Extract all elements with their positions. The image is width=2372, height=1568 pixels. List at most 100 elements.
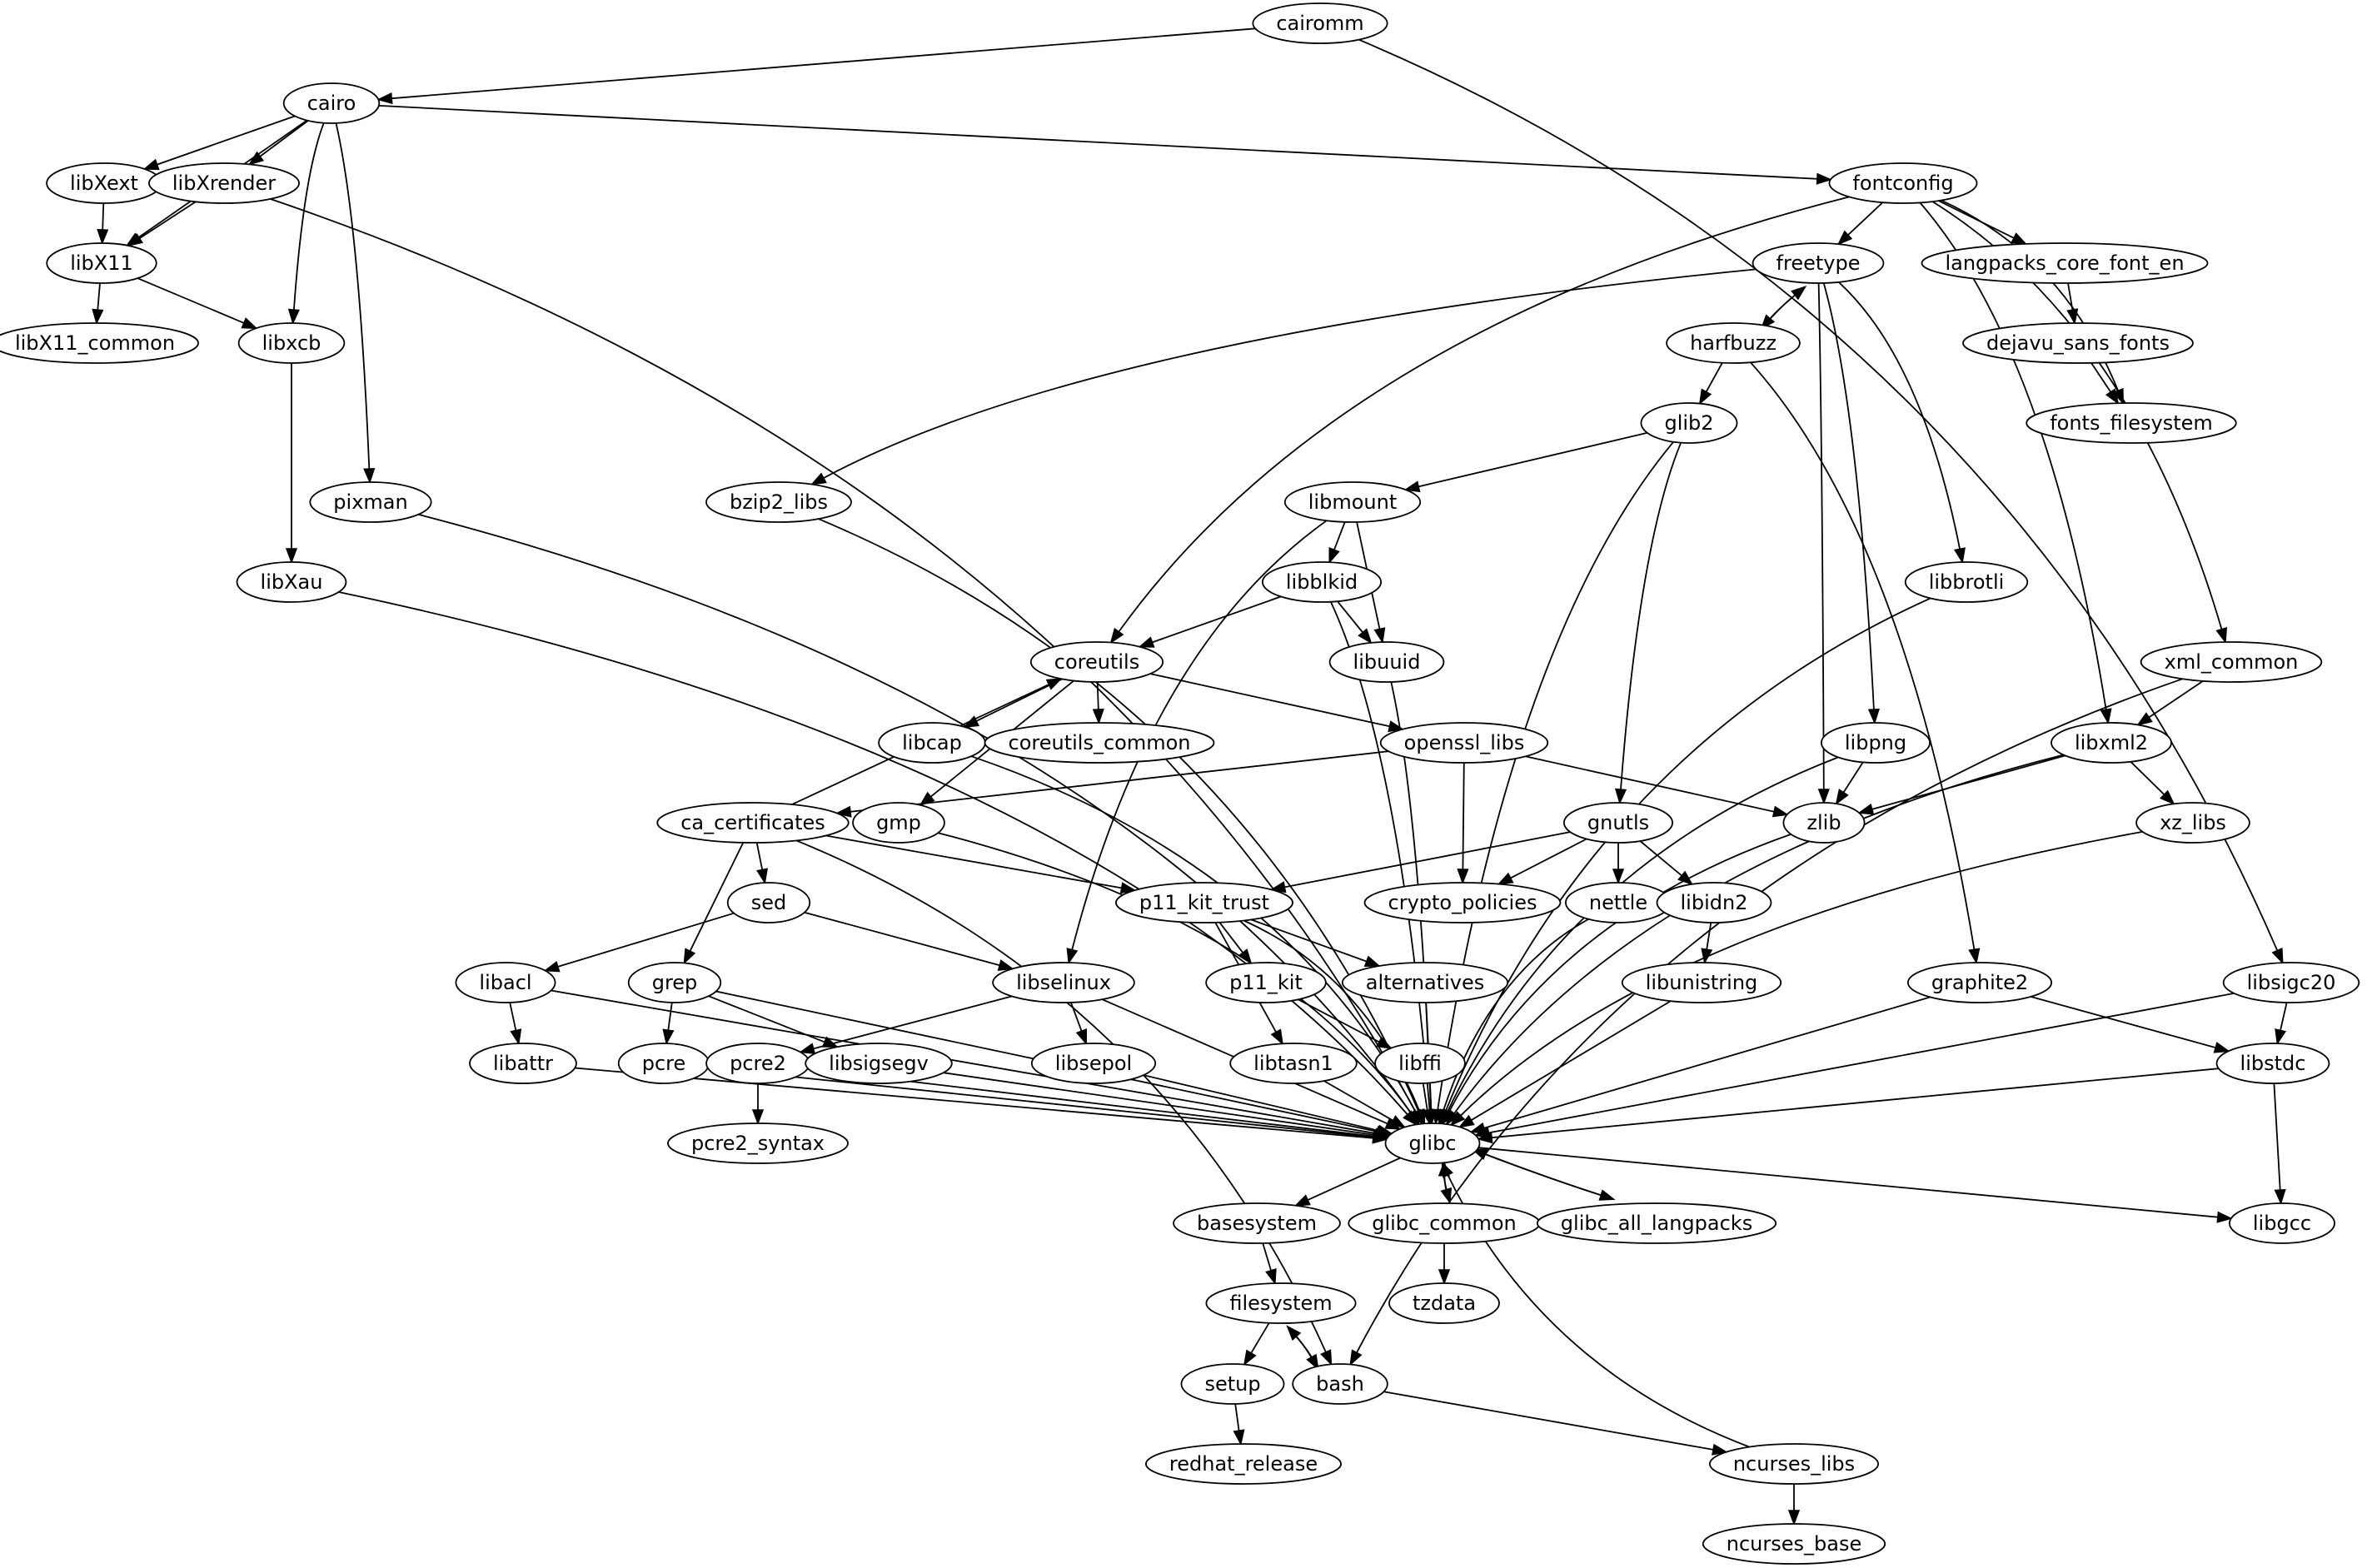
- node-harfbuzz[interactable]: harfbuzz: [1666, 322, 1801, 364]
- edge-libselinux-to-pcre2: [799, 995, 1013, 1055]
- edge-libmount-to-libselinux: [1066, 520, 1328, 965]
- node-xml-common[interactable]: xml_common: [2140, 641, 2323, 683]
- edge-line: [689, 842, 745, 952]
- node-libXrender[interactable]: libXrender: [147, 162, 301, 204]
- node-pcre[interactable]: pcre: [617, 1043, 710, 1084]
- node-libidn2[interactable]: libidn2: [1656, 882, 1772, 923]
- node-libX11-common[interactable]: libX11_common: [0, 322, 199, 364]
- node-zlib[interactable]: zlib: [1782, 802, 1866, 844]
- edge-cairo-to-pixman: [335, 122, 376, 485]
- node-grep[interactable]: grep: [627, 962, 722, 1003]
- arrowhead-icon: [1092, 709, 1104, 725]
- node-gmp[interactable]: gmp: [852, 802, 945, 844]
- node-redhat-release[interactable]: redhat_release: [1145, 1443, 1342, 1485]
- node-nettle[interactable]: nettle: [1564, 882, 1672, 923]
- node-ellipse: [1283, 481, 1422, 523]
- node-libunistring[interactable]: libunistring: [1621, 962, 1782, 1003]
- edge-line: [1096, 681, 1099, 710]
- node-tzdata[interactable]: tzdata: [1388, 1282, 1500, 1324]
- node-sed[interactable]: sed: [726, 882, 811, 923]
- node-bzip2-libs[interactable]: bzip2_libs: [705, 481, 852, 523]
- node-openssl-libs[interactable]: openssl_libs: [1379, 722, 1549, 764]
- edge-p11_kit-to-libffi: [1298, 998, 1393, 1049]
- arrowhead-icon: [1953, 547, 1966, 565]
- edge-line: [1337, 600, 1363, 634]
- edge-libffi-to-glibc: [1421, 1083, 1433, 1126]
- edge-line: [1483, 996, 1931, 1129]
- node-filesystem[interactable]: filesystem: [1205, 1282, 1357, 1324]
- node-libpng[interactable]: libpng: [1820, 722, 1931, 764]
- node-pcre2[interactable]: pcre2: [705, 1043, 810, 1084]
- node-p11-kit-trust[interactable]: p11_kit_trust: [1115, 882, 1293, 923]
- arrowhead-icon: [376, 92, 393, 105]
- node-libxml2[interactable]: libxml2: [2051, 722, 2172, 764]
- node-ca-certificates[interactable]: ca_certificates: [656, 802, 850, 844]
- node-p11-kit[interactable]: p11_kit: [1205, 962, 1327, 1003]
- edge-line: [1838, 281, 1961, 550]
- node-cairomm[interactable]: cairomm: [1252, 2, 1388, 44]
- edge-line: [1149, 673, 1390, 728]
- edge-libxml2-to-zlib: [1857, 754, 2066, 815]
- node-bash[interactable]: bash: [1292, 1363, 1388, 1405]
- node-langpacks-core-font-en[interactable]: langpacks_core_font_en: [1921, 242, 2209, 284]
- edge-graphite2-to-libstdc: [2031, 996, 2230, 1053]
- node-dejavu-sans-fonts[interactable]: dejavu_sans_fonts: [1962, 322, 2194, 364]
- arrowhead-icon: [1286, 1325, 1302, 1342]
- node-libacl[interactable]: libacl: [455, 962, 556, 1003]
- node-alternatives[interactable]: alternatives: [1341, 962, 1509, 1003]
- node-glibc-common[interactable]: glibc_common: [1348, 1202, 1541, 1244]
- node-libblkid[interactable]: libblkid: [1261, 561, 1383, 603]
- node-libattr[interactable]: libattr: [469, 1043, 577, 1084]
- node-ellipse: [1205, 1282, 1357, 1324]
- arrowhead-icon: [1293, 1194, 1311, 1207]
- node-ellipse: [236, 561, 347, 603]
- node-pixman[interactable]: pixman: [309, 481, 432, 523]
- node-libtasn1[interactable]: libtasn1: [1229, 1043, 1358, 1084]
- edge-line: [137, 277, 245, 324]
- node-label: libidn2: [1681, 891, 1748, 914]
- edge-line: [1761, 294, 1796, 330]
- node-libsigsegv[interactable]: libsigsegv: [805, 1043, 953, 1084]
- node-libsigc20[interactable]: libsigc20: [2222, 962, 2360, 1003]
- node-glibc-all-langpacks[interactable]: glibc_all_langpacks: [1536, 1202, 1777, 1244]
- edge-libxml2-to-glibc: [1445, 754, 2064, 1126]
- edge-cairo-to-libxcb: [287, 122, 325, 326]
- edge-glibc_common-to-tzdata: [1438, 1243, 1451, 1286]
- node-fonts-filesystem[interactable]: fonts_filesystem: [2026, 402, 2237, 444]
- node-libcap[interactable]: libcap: [878, 722, 986, 764]
- node-ncurses-base[interactable]: ncurses_base: [1702, 1523, 1886, 1565]
- node-libffi[interactable]: libffi: [1374, 1043, 1466, 1084]
- arrowhead-icon: [1109, 627, 1124, 645]
- node-libselinux[interactable]: libselinux: [992, 962, 1135, 1003]
- node-crypto-policies[interactable]: crypto_policies: [1363, 882, 1562, 923]
- node-freetype[interactable]: freetype: [1752, 242, 1885, 284]
- edge-libX11-to-libX11_common: [92, 282, 104, 326]
- node-libxcb[interactable]: libxcb: [237, 322, 346, 364]
- node-libbrotli[interactable]: libbrotli: [1904, 561, 2029, 603]
- edge-cairo-to-libXext: [142, 115, 296, 171]
- node-fontconfig[interactable]: fontconfig: [1828, 162, 1978, 204]
- node-libstdc[interactable]: libstdc: [2215, 1043, 2330, 1084]
- node-libuuid[interactable]: libuuid: [1328, 641, 1445, 683]
- node-coreutils-common[interactable]: coreutils_common: [984, 722, 1215, 764]
- node-pcre2-syntax[interactable]: pcre2_syntax: [667, 1122, 849, 1164]
- node-label: libffi: [1398, 1052, 1442, 1075]
- node-libmount[interactable]: libmount: [1283, 481, 1422, 523]
- node-libgcc[interactable]: libgcc: [2228, 1202, 2336, 1244]
- node-setup[interactable]: setup: [1180, 1363, 1285, 1405]
- node-libXau[interactable]: libXau: [236, 561, 347, 603]
- node-label: libsepol: [1055, 1052, 1132, 1075]
- node-libX11[interactable]: libX11: [46, 242, 157, 284]
- node-cairo[interactable]: cairo: [282, 82, 381, 124]
- node-libXext[interactable]: libXext: [46, 162, 162, 204]
- node-ncurses-libs[interactable]: ncurses_libs: [1708, 1443, 1880, 1485]
- edge-line: [1525, 755, 1775, 813]
- node-gnutls[interactable]: gnutls: [1562, 802, 1674, 844]
- node-xz-libs[interactable]: xz_libs: [2135, 802, 2250, 844]
- node-basesystem[interactable]: basesystem: [1173, 1202, 1341, 1244]
- node-glibc[interactable]: glibc: [1384, 1122, 1481, 1164]
- node-libsepol[interactable]: libsepol: [1030, 1043, 1157, 1084]
- node-graphite2[interactable]: graphite2: [1906, 962, 2053, 1003]
- node-glib2[interactable]: glib2: [1640, 402, 1738, 444]
- node-coreutils[interactable]: coreutils: [1029, 641, 1164, 683]
